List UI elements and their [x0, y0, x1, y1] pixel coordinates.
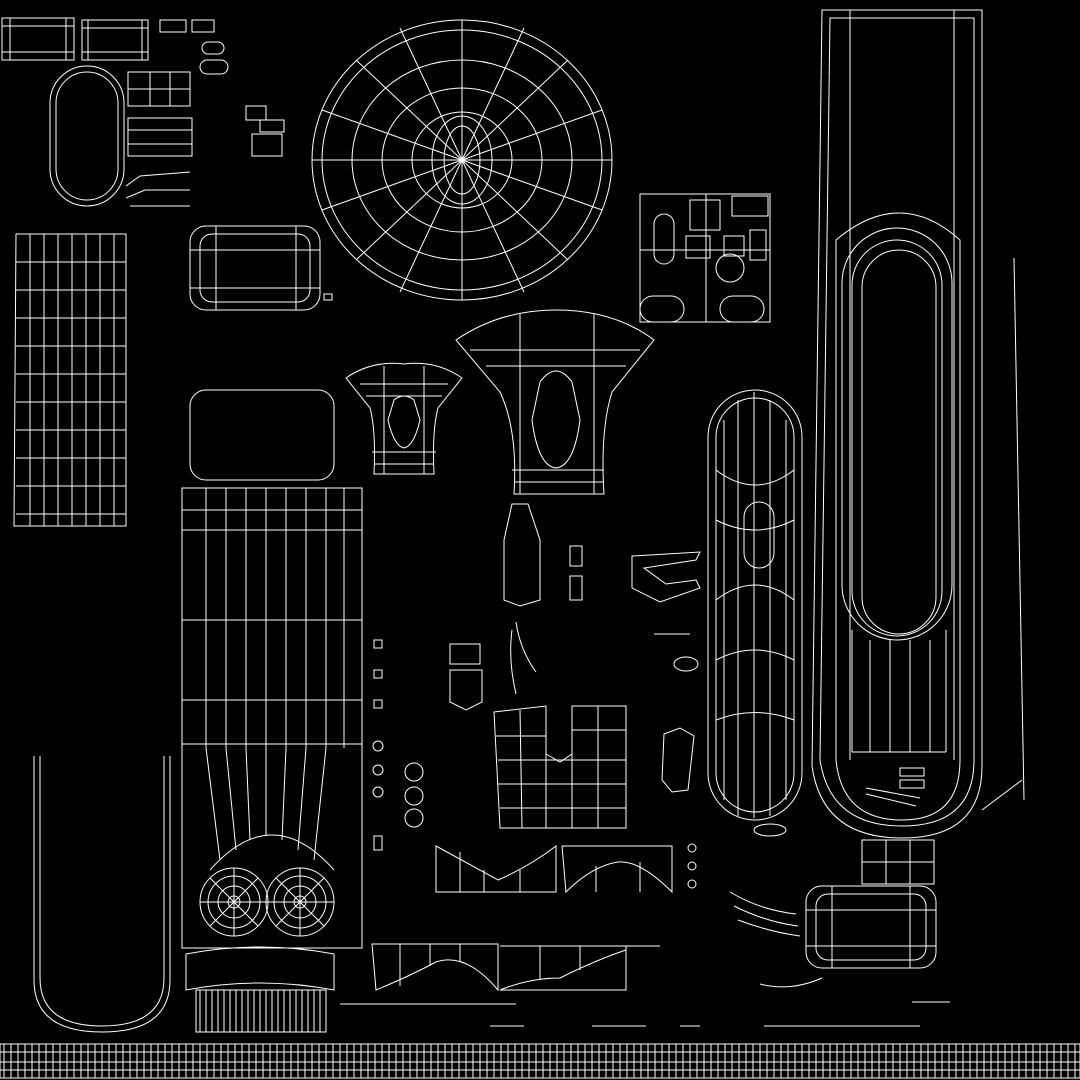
rect-grid-top-left-2: [82, 20, 148, 60]
rounded-rect-plain: [190, 390, 334, 480]
curved-bands: [372, 846, 822, 990]
rounded-rect-grid: [190, 226, 332, 310]
bottom-texel-strip: [0, 1044, 1080, 1078]
small-grid-blocks: [126, 20, 284, 206]
capsule-grid-center: [708, 390, 802, 836]
rect-grid-top-left-1: [2, 18, 74, 60]
tall-capsule-right: [812, 10, 1024, 838]
flared-funnel-large: [456, 310, 654, 494]
flared-funnel-small: [346, 363, 462, 474]
tall-grid-strip-left: [14, 234, 126, 526]
fan-discs: [200, 868, 334, 936]
hexagonal-wheel: [312, 20, 612, 300]
notched-grid-panel: [494, 706, 626, 828]
tall-trapezoid-grid: [182, 488, 362, 948]
oval-ring-small: [50, 66, 124, 206]
u-shape-curve: [34, 756, 170, 1032]
parts-cluster: [640, 194, 770, 322]
bottom-rounded-rect-grid: [806, 840, 936, 968]
loose-segments: [340, 946, 950, 1026]
fringe-strip: [186, 947, 334, 1032]
small-parts-column: [373, 504, 700, 888]
